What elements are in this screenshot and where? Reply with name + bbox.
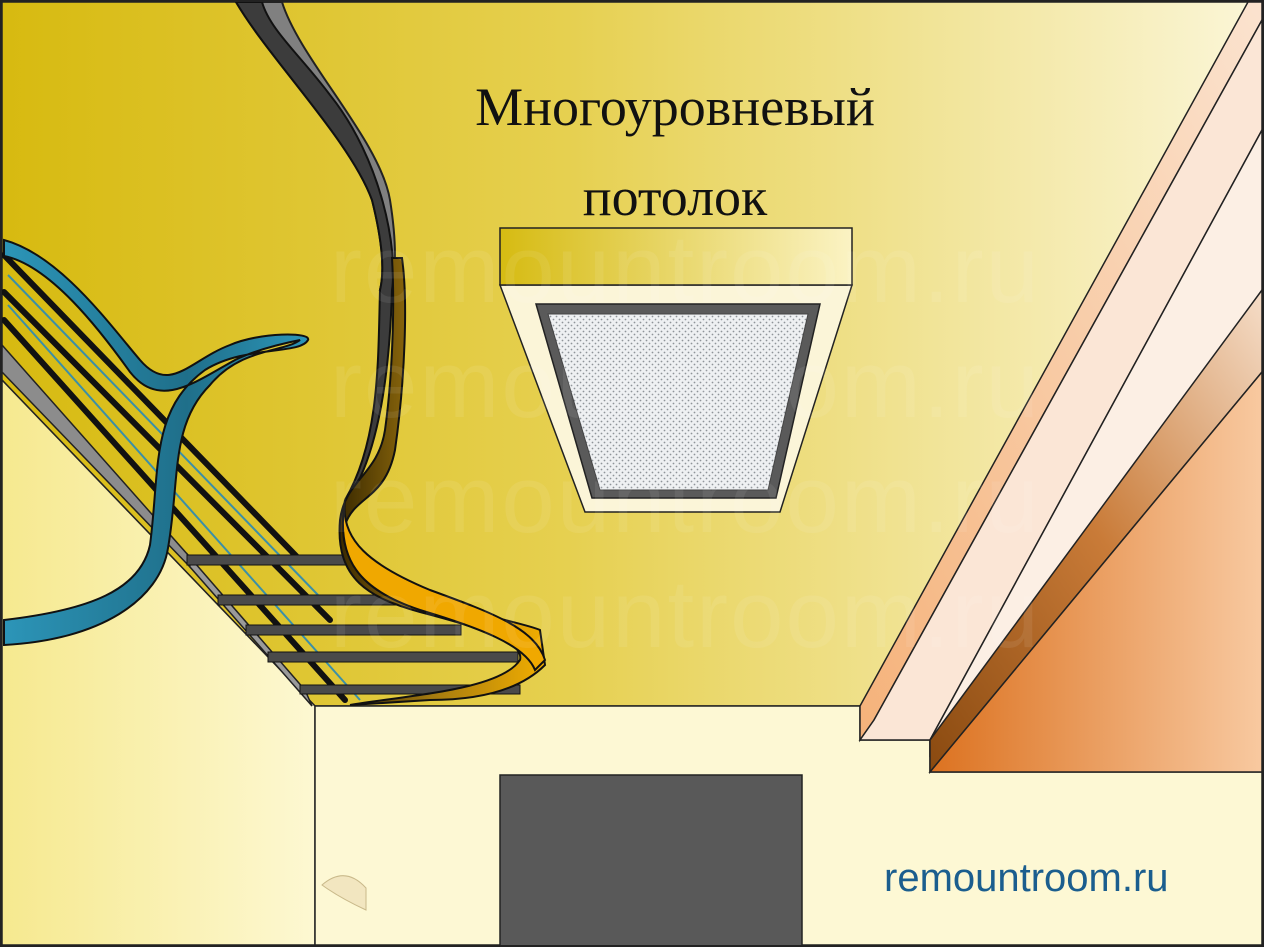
rail <box>245 624 462 636</box>
blue-ribbon <box>3 238 310 647</box>
orange-ribbon-front <box>341 499 547 672</box>
door <box>499 774 803 947</box>
fixture-diffuser <box>547 313 809 491</box>
diagram-title: Многоуровневый потолок <box>420 62 930 242</box>
title-line-1: Многоуровневый <box>475 77 875 137</box>
metal-rails <box>186 554 521 695</box>
site-caption: remountroom.ru <box>884 856 1169 900</box>
cornice <box>858 1 1263 775</box>
rail <box>186 554 366 566</box>
ceiling-light-fixture <box>498 227 854 513</box>
fixture-top-band <box>499 227 853 286</box>
title-line-2: потолок <box>582 167 768 227</box>
rail <box>267 651 519 663</box>
wall-lamp <box>321 875 367 911</box>
rail <box>299 684 521 695</box>
